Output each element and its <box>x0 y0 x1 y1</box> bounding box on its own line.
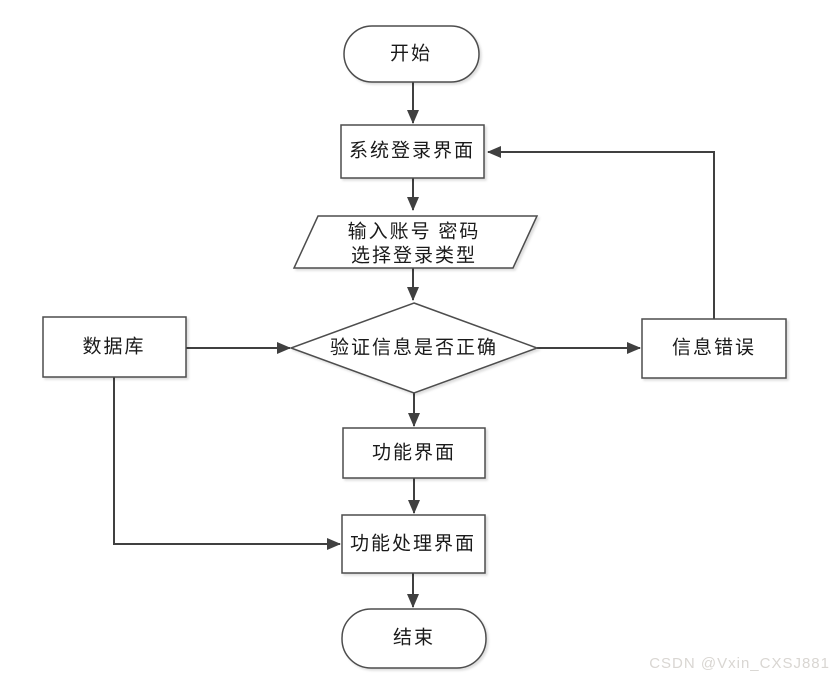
node-function: 功能界面 <box>342 427 486 479</box>
edge-database-to-function-process <box>113 377 341 550</box>
function-label: 功能界面 <box>372 442 456 464</box>
node-start: 开始 <box>343 25 480 83</box>
decision-label: 验证信息是否正确 <box>330 337 498 359</box>
edge-error-to-login <box>487 146 715 319</box>
error-process-shape <box>641 318 787 379</box>
login-process-shape <box>340 124 485 179</box>
end-terminator-shape <box>341 608 487 669</box>
function-process-process-shape <box>341 514 486 574</box>
node-input: 输入账号 密码 选择登录类型 <box>292 215 539 269</box>
end-label: 结束 <box>393 627 435 649</box>
node-database: 数据库 <box>42 316 187 378</box>
node-error: 信息错误 <box>641 318 787 379</box>
node-function-process: 功能处理界面 <box>341 514 486 574</box>
error-label: 信息错误 <box>672 337 756 359</box>
input-parallelogram-shape <box>292 215 539 269</box>
node-end: 结束 <box>341 608 487 669</box>
decision-diamond-shape <box>288 302 540 394</box>
input-label-line1: 输入账号 密码 <box>348 221 481 243</box>
start-terminator-shape <box>343 25 480 83</box>
node-login: 系统登录界面 <box>340 124 485 179</box>
node-decision: 验证信息是否正确 <box>288 302 540 394</box>
database-label: 数据库 <box>82 336 145 358</box>
login-label: 系统登录界面 <box>349 140 475 162</box>
function-process-shape <box>342 427 486 479</box>
start-label: 开始 <box>390 43 432 65</box>
function-process-label: 功能处理界面 <box>350 533 476 555</box>
input-label-line2: 选择登录类型 <box>351 245 477 267</box>
csdn-watermark: CSDN @Vxin_CXSJ881 <box>649 655 830 672</box>
database-process-shape <box>42 316 187 378</box>
